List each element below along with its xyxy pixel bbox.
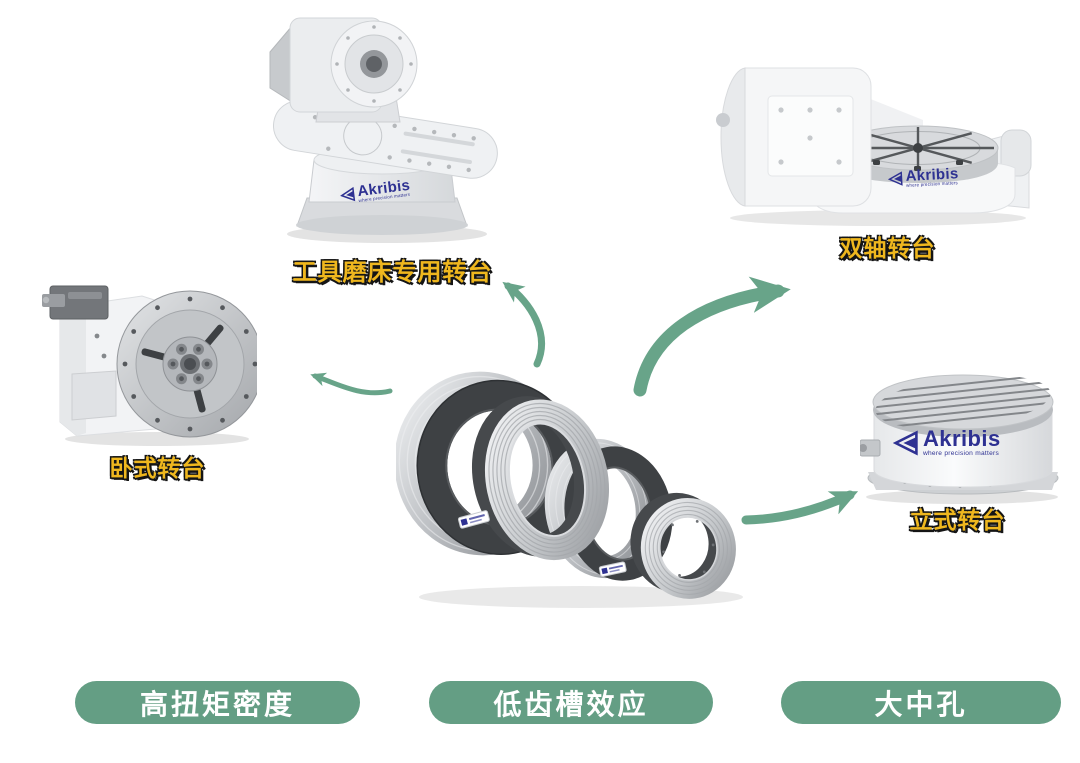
torque-motor-rings-image [396, 371, 743, 608]
label-horizontal-table: 卧式转台 [109, 455, 206, 481]
shadow [866, 490, 1058, 504]
arrow-to-tool-grinder [502, 281, 545, 368]
arrow-to-vertical [741, 490, 859, 525]
faceplate [116, 290, 257, 438]
akribis-logo: Akribis where precision matters [893, 428, 1001, 457]
motor-ring-2 [471, 396, 610, 561]
vertical-rotary-table-image [860, 372, 1059, 504]
dual-axis-rotary-table-image [716, 67, 1032, 226]
rotary-table-top [837, 125, 999, 183]
feature-pill-high-torque-density: 高扭矩密度 [75, 681, 360, 724]
feature-pill-low-cogging: 低齿槽效应 [429, 681, 713, 724]
label-dual-axis-table: 双轴转台 [839, 235, 936, 261]
trunnion-cylinder [716, 67, 872, 207]
akribis-logo: Akribis where precision matters [887, 165, 960, 190]
brand-tagline: where precision matters [922, 449, 1000, 457]
connector-pin [860, 444, 867, 452]
akribis-triangle-icon [887, 171, 903, 187]
connector-block [42, 285, 109, 320]
akribis-logo: Akribis where precision matters [339, 177, 412, 206]
feature-pill-large-bore: 大中孔 [781, 681, 1061, 724]
motor-id-label [457, 510, 490, 529]
akribis-triangle-icon [893, 430, 918, 456]
bolt-ring [122, 296, 257, 432]
arrow-to-horizontal [310, 372, 393, 396]
horizontal-rotary-table-image [42, 285, 257, 446]
arrow-to-dual-axis [633, 276, 791, 397]
label-vertical-table: 立式转台 [909, 507, 1006, 533]
connector [860, 439, 881, 457]
motor-id-label [598, 561, 627, 577]
brand-name: Akribis [922, 426, 1001, 451]
shadow [419, 586, 743, 608]
table-top [872, 372, 1054, 437]
hub-bolts [167, 343, 213, 385]
clamp-nubs [873, 160, 963, 171]
spindle-head [269, 17, 418, 113]
akribis-triangle-icon [340, 187, 356, 202]
shadow [730, 210, 1026, 226]
tool-grinder-rotary-table-image [269, 17, 498, 243]
motor-ring-4 [630, 492, 736, 599]
bolt-dots [662, 520, 715, 577]
label-tool-grinder-table: 工具磨床专用转台 [292, 259, 493, 286]
